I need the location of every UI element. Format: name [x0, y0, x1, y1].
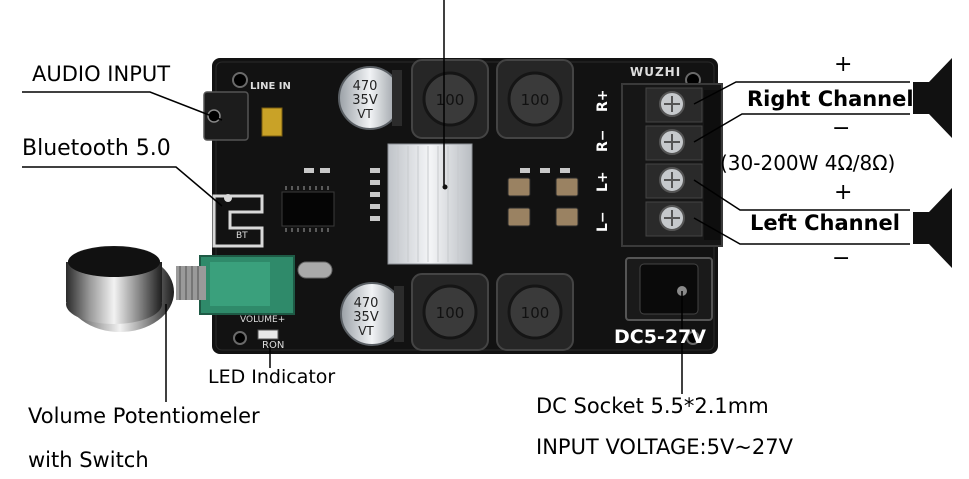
- mount-hole: [233, 331, 247, 345]
- left-minus-sign: −: [832, 246, 851, 271]
- speaker-icon-right: [913, 58, 952, 138]
- crystal: [297, 261, 333, 279]
- audio-input-label: AUDIO INPUT: [32, 62, 171, 86]
- capacitor-value: 470: [354, 296, 379, 311]
- left-channel-label: Left Channel: [750, 211, 900, 235]
- leader-line-left-minus: [693, 217, 910, 245]
- volume-label-line2: with Switch: [28, 448, 149, 472]
- svg-text:100: 100: [436, 91, 465, 109]
- right-plus-sign: +: [834, 52, 853, 77]
- input-voltage-label: INPUT VOLTAGE:5V~27V: [536, 435, 793, 459]
- leader-line-right-minus: [693, 113, 910, 143]
- capacitor-top: 470 35V VT: [338, 66, 402, 130]
- volume-knob: [66, 246, 174, 332]
- leader-line-right-plus: [693, 81, 910, 105]
- volume-silkscreen: VOLUME+: [240, 315, 286, 325]
- leader-line-bluetooth: [22, 166, 223, 207]
- volume-potentiometer: [176, 255, 295, 315]
- inductor: 100: [496, 59, 574, 139]
- power-spec-label: (30-200W 4Ω/8Ω): [720, 151, 896, 175]
- mount-hole: [232, 72, 248, 88]
- led: [257, 329, 279, 340]
- led-indicator-label: LED Indicator: [208, 366, 336, 388]
- svg-text:100: 100: [521, 304, 550, 322]
- inductor: 100: [496, 273, 574, 351]
- inductor: 100: [411, 273, 489, 351]
- dc-voltage-silkscreen: DC5-27V: [614, 326, 706, 348]
- svg-text:100: 100: [436, 304, 465, 322]
- volume-label-line1: Volume Potentiomeler: [28, 404, 260, 428]
- capacitor-value: 470: [353, 79, 378, 94]
- right-minus-sign: −: [832, 116, 851, 141]
- brand-silkscreen: WUZHI: [630, 65, 682, 79]
- mount-hole: [686, 331, 700, 345]
- speaker-terminal-block: [621, 83, 723, 247]
- capacitor-voltage: 35V: [352, 93, 378, 108]
- terminal-r-minus: R−: [595, 129, 611, 152]
- terminal-l-minus: L−: [595, 211, 611, 232]
- leader-line-left-plus: [693, 179, 910, 211]
- heatsink: [387, 143, 473, 265]
- line-in-silkscreen: LINE IN: [250, 81, 291, 92]
- speaker-icon-left: [913, 188, 952, 268]
- capacitor-bottom: 470 35V VT: [340, 282, 404, 346]
- ron-silkscreen: RON: [262, 340, 285, 351]
- audio-jack: [203, 91, 249, 141]
- svg-text:100: 100: [521, 91, 550, 109]
- bluetooth-antenna: [212, 194, 264, 248]
- capacitor-series: VT: [357, 107, 373, 121]
- dc-socket-label: DC Socket 5.5*2.1mm: [536, 394, 769, 418]
- dc-socket: [625, 257, 713, 321]
- terminal-l-plus: L+: [595, 171, 611, 192]
- dsp-chip: [281, 191, 335, 227]
- bluetooth-label: Bluetooth 5.0: [22, 136, 171, 161]
- terminal-r-plus: R+: [595, 89, 611, 112]
- inductor: 100: [411, 59, 489, 139]
- bt-silkscreen: BT: [236, 231, 248, 241]
- capacitor-voltage: 35V: [353, 310, 379, 325]
- leader-line-audio: [22, 91, 223, 121]
- left-plus-sign: +: [834, 180, 853, 205]
- right-channel-label: Right Channel: [747, 87, 914, 111]
- capacitor-series: VT: [358, 324, 374, 338]
